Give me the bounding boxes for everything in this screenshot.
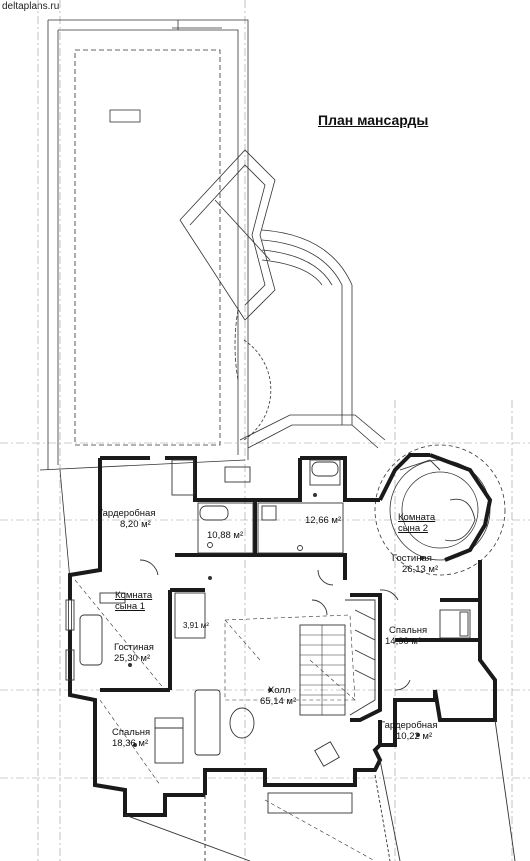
room-area: 10,22 м² — [396, 731, 433, 742]
room-name: Спальня — [389, 625, 428, 636]
room-name: Гостиная — [114, 642, 154, 653]
room-label-bath-2: 12,66 м² — [305, 515, 341, 526]
room-name: Гардеробная — [380, 720, 438, 731]
room-area: 3,91 м² — [183, 621, 209, 630]
room-label-bedroom-left: Спальня 18,36 м² — [112, 727, 150, 749]
room-name: Комната сына 1 — [115, 590, 153, 612]
room-name: Гостиная — [392, 553, 432, 564]
room-label-son2-living: Гостиная 26,13 м² — [392, 553, 438, 575]
room-area: 25,30 м² — [114, 653, 151, 664]
walls — [68, 453, 497, 817]
room-area: 8,20 м² — [120, 519, 151, 530]
room-label-son1-living: Гостиная 25,30 м² — [114, 642, 154, 664]
roof-outline — [47, 19, 353, 470]
room-area: 18,36 м² — [112, 738, 149, 749]
room-label-wardrobe-right: Гардеробная 10,22 м² — [380, 720, 437, 742]
room-label-son2: Комната сына 2 — [398, 512, 444, 534]
room-name: Спальня — [112, 727, 151, 738]
room-area: 14,90 м² — [385, 636, 422, 647]
room-label-bath-1: 10,88 м² — [207, 530, 243, 541]
room-label-son1: Комната сына 1 — [115, 590, 161, 612]
room-area: 65,14 м² — [260, 696, 297, 707]
room-area: 12,66 м² — [305, 515, 342, 526]
room-name: Гардеробная — [98, 508, 156, 519]
room-area: 10,88 м² — [207, 530, 244, 541]
room-name: Холл — [268, 685, 291, 696]
room-label-hall: Холл 65,14 м² — [260, 685, 296, 707]
plan-title: План мансарды — [318, 112, 429, 128]
inner-lines — [65, 459, 516, 861]
room-name: Комната сына 2 — [398, 512, 436, 534]
watermark-text: deltaplans.ru — [2, 1, 60, 12]
markers — [128, 493, 424, 747]
room-label-bedroom-right: Спальня 14,90 м² — [385, 625, 427, 647]
room-area: 26,13 м² — [402, 564, 439, 575]
room-label-small: 3,91 м² — [183, 620, 209, 631]
room-label-wardrobe-left: Гардеробная 8,20 м² — [98, 508, 155, 530]
